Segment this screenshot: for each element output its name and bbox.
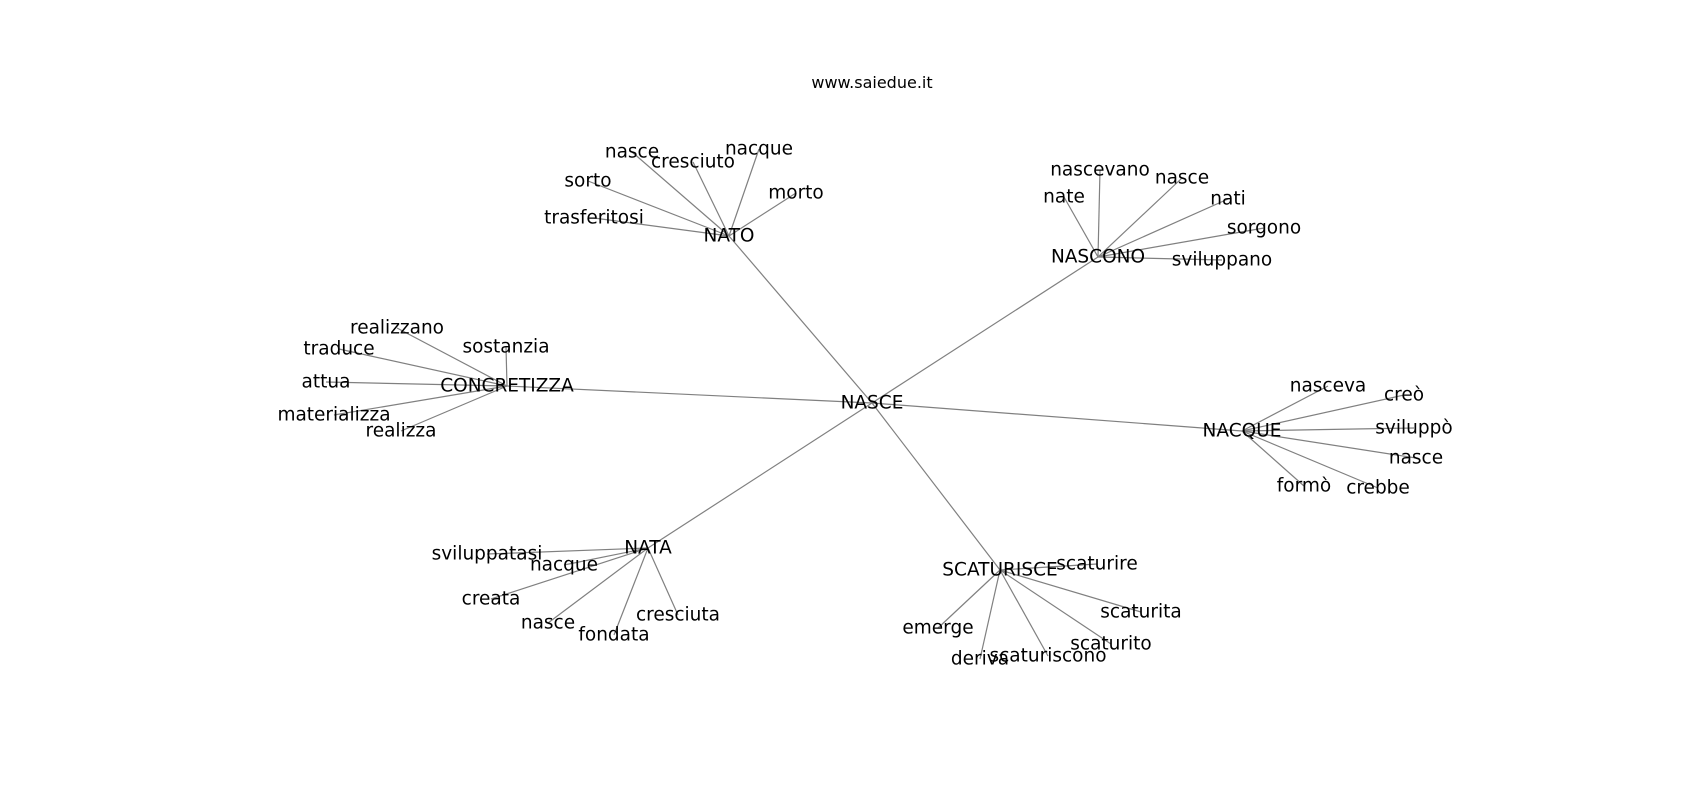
- edge-nata-leaf: [547, 547, 649, 624]
- edge-nata-leaf: [647, 547, 679, 616]
- leaf-node-label: traduce: [303, 339, 374, 360]
- edge-nacque-leaf: [1241, 427, 1415, 432]
- leaf-node-label: emerge: [902, 618, 973, 639]
- edge-nacque-leaf: [1241, 385, 1329, 432]
- edge-nato-leaf: [593, 217, 730, 237]
- edge-nascono-leaf: [1097, 177, 1183, 258]
- edge-nacque-leaf: [1241, 394, 1405, 432]
- edge-nato-leaf: [692, 161, 730, 237]
- edge-nata-leaf: [490, 547, 649, 600]
- leaf-node-label: nati: [1210, 189, 1245, 210]
- leaf-node-label: fondata: [578, 625, 649, 646]
- edge-center-concretizza: [506, 385, 873, 404]
- leaf-node-label: scaturire: [1056, 554, 1137, 575]
- leaf-node-label: nasce: [1389, 448, 1443, 469]
- leaf-node-label: trasferitosi: [544, 208, 644, 229]
- edge-nascono-leaf: [1097, 198, 1229, 258]
- leaf-node-label: crebbe: [1346, 478, 1410, 499]
- edge-center-nacque: [871, 402, 1243, 432]
- edge-concretizza-leaf: [505, 346, 508, 387]
- edge-nascono-leaf: [1063, 196, 1099, 258]
- leaf-node-label: nate: [1043, 187, 1085, 208]
- edge-center-nascono: [871, 256, 1099, 404]
- hub-node-label: CONCRETIZZA: [440, 376, 574, 397]
- leaf-node-label: creata: [462, 589, 521, 610]
- edge-nato-leaf: [587, 180, 730, 237]
- edge-scaturisce-leaf: [979, 569, 1001, 660]
- edge-scaturisce-leaf: [999, 569, 1112, 645]
- hub-node-label: NATA: [624, 538, 672, 559]
- edge-concretizza-leaf: [325, 381, 508, 387]
- labels-layer: www.saiedue.it NASCENATOnascecresciutona…: [277, 73, 1452, 670]
- leaf-node-label: deriva: [951, 649, 1009, 670]
- leaf-node-label: sviluppò: [1375, 418, 1452, 439]
- leaf-node-label: realizzano: [350, 318, 444, 339]
- leaf-node-label: nascevano: [1050, 160, 1150, 181]
- leaf-node-label: cresciuto: [651, 152, 735, 173]
- edge-nata-leaf: [563, 547, 649, 566]
- edge-nata-leaf: [486, 547, 649, 555]
- leaf-node-label: formò: [1277, 476, 1331, 497]
- edge-scaturisce-leaf: [999, 563, 1098, 571]
- leaf-node-label: realizza: [366, 421, 437, 442]
- edge-scaturisce-leaf: [999, 569, 1049, 657]
- edge-nacque-leaf: [1241, 430, 1379, 489]
- edge-concretizza-leaf: [396, 327, 508, 387]
- edge-scaturisce-leaf: [999, 569, 1142, 613]
- leaf-node-label: sviluppano: [1172, 250, 1272, 271]
- leaf-node-label: scaturiscono: [989, 646, 1106, 667]
- leaf-node-label: materializza: [277, 405, 390, 426]
- hub-node-label: NATO: [704, 226, 755, 247]
- edge-nascono-leaf: [1097, 227, 1265, 258]
- leaf-node-label: morto: [768, 183, 824, 204]
- center-node-label: NASCE: [841, 393, 904, 414]
- edge-center-nata: [647, 402, 873, 549]
- leaf-node-label: nacque: [530, 555, 598, 576]
- leaf-node-label: nacque: [725, 139, 793, 160]
- leaf-node-label: cresciuta: [636, 605, 720, 626]
- edge-scaturisce-leaf: [937, 569, 1001, 629]
- leaf-node-label: sostanzia: [462, 337, 549, 358]
- edge-nato-leaf: [728, 148, 760, 237]
- leaf-node-label: nasceva: [1290, 376, 1367, 397]
- hub-node-label: NASCONO: [1051, 247, 1145, 268]
- hub-node-label: NACQUE: [1203, 421, 1282, 442]
- leaf-node-label: scaturita: [1100, 602, 1181, 623]
- leaf-node-label: attua: [302, 372, 351, 393]
- leaf-node-label: nasce: [1155, 168, 1209, 189]
- edge-center-nato: [728, 235, 873, 404]
- edge-nato-leaf: [728, 192, 797, 237]
- leaf-node-label: scaturito: [1070, 634, 1151, 655]
- edge-concretizza-leaf: [338, 348, 508, 387]
- edge-nacque-leaf: [1241, 430, 1417, 459]
- edge-nata-leaf: [613, 547, 649, 636]
- edge-concretizza-leaf: [333, 385, 508, 416]
- edge-nacque-leaf: [1241, 430, 1305, 487]
- leaf-node-label: sviluppatasi: [432, 544, 543, 565]
- edges-layer: [325, 148, 1417, 660]
- edge-center-scaturisce: [871, 402, 1001, 571]
- edge-nascono-leaf: [1097, 169, 1101, 258]
- edge-concretizza-leaf: [400, 385, 508, 432]
- edge-nato-leaf: [631, 151, 730, 237]
- leaf-node-label: nasce: [521, 613, 575, 634]
- hub-node-label: SCATURISCE: [942, 560, 1057, 581]
- leaf-node-label: sorto: [564, 171, 611, 192]
- edge-nascono-leaf: [1097, 256, 1223, 261]
- diagram-title: www.saiedue.it: [811, 73, 932, 92]
- leaf-node-label: creò: [1384, 385, 1424, 406]
- leaf-node-label: sorgono: [1227, 218, 1301, 239]
- leaf-node-label: nasce: [605, 142, 659, 163]
